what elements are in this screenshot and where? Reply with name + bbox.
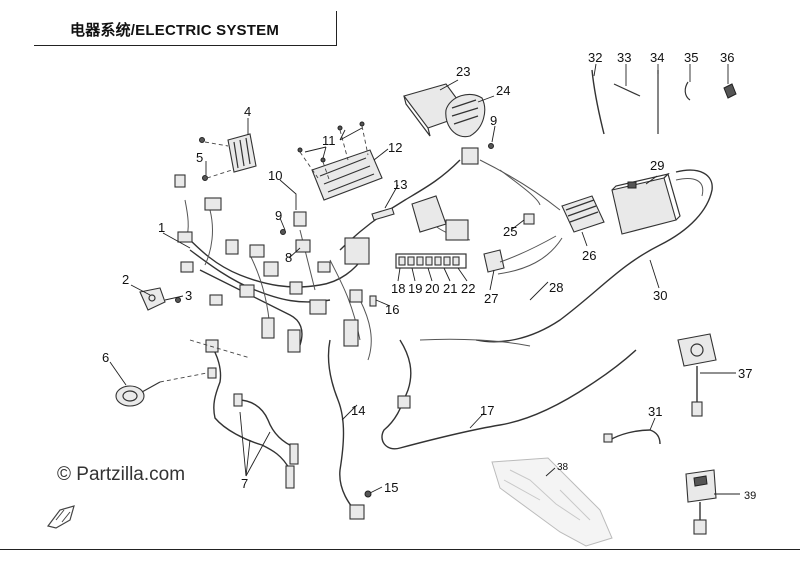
part-37-module	[677, 333, 717, 417]
part-15-screw	[364, 490, 372, 498]
manufacturer-logo	[46, 505, 75, 529]
callout-17: 17	[480, 403, 494, 418]
part-31-connector	[603, 433, 613, 443]
callout-36: 36	[720, 50, 734, 65]
callout-16: 16	[385, 302, 399, 317]
part-25-clip	[523, 213, 535, 225]
callout-13: 13	[393, 177, 407, 192]
part-4-relay	[227, 133, 257, 173]
fuse-box-assembly	[411, 147, 479, 241]
part-33-strap	[613, 83, 641, 97]
callout-7: 7	[241, 476, 248, 491]
callout-12: 12	[388, 140, 402, 155]
part-12-ecu	[311, 149, 383, 201]
callout-19: 19	[408, 281, 422, 296]
callout-9-left: 9	[275, 208, 282, 223]
part-16-clip	[369, 295, 377, 307]
callout-29: 29	[650, 158, 664, 173]
callout-32: 32	[588, 50, 602, 65]
leader-lines	[109, 63, 740, 495]
callout-3: 3	[185, 288, 192, 303]
part-17-connector	[397, 395, 411, 409]
callout-labels: 1 2 3 4 5 6 7 8 9 9 10 11 12 13 14 15 16…	[102, 50, 756, 502]
part-17-harness	[381, 339, 637, 450]
part-9-screw-left	[280, 229, 286, 235]
callout-28: 28	[549, 280, 563, 295]
callout-5: 5	[196, 150, 203, 165]
callout-10: 10	[268, 168, 282, 183]
part-32-wire	[591, 69, 605, 135]
part-38-frame	[491, 457, 613, 547]
callout-38: 38	[557, 462, 569, 473]
callout-31: 31	[648, 404, 662, 419]
callout-23: 23	[456, 64, 470, 79]
part-9-screw-right	[488, 143, 494, 149]
part-13-sensor	[371, 207, 395, 221]
part-10-connector	[293, 211, 307, 227]
part-26-regulator	[561, 195, 605, 233]
callout-15: 15	[384, 480, 398, 495]
part-28-wire	[499, 235, 557, 263]
callout-20: 20	[425, 281, 439, 296]
callout-22: 22	[461, 281, 475, 296]
diagram-title: 电器系统/ELECTRIC SYSTEM	[70, 22, 280, 39]
callout-4: 4	[244, 104, 251, 119]
part-14-connector	[349, 504, 365, 520]
part-31-wire	[609, 429, 661, 445]
part-35-clip	[684, 81, 691, 101]
callout-9-right: 9	[490, 113, 497, 128]
part-7-sensors	[205, 339, 299, 489]
part-29-battery	[611, 172, 681, 235]
part-14-wire	[327, 339, 359, 516]
callout-1: 1	[158, 220, 165, 235]
callout-26: 26	[582, 248, 596, 263]
callout-11: 11	[322, 133, 336, 148]
part-27-connector	[483, 249, 505, 273]
callout-21: 21	[443, 281, 457, 296]
callout-14: 14	[351, 403, 365, 418]
callout-30: 30	[653, 288, 667, 303]
part-1-connector	[180, 261, 194, 273]
callout-34: 34	[650, 50, 664, 65]
callout-6: 6	[102, 350, 109, 365]
bottom-divider	[0, 549, 800, 550]
callout-18: 18	[391, 281, 405, 296]
callout-25: 25	[503, 224, 517, 239]
callout-2: 2	[122, 272, 129, 287]
fuse-strip-18-22	[395, 253, 467, 269]
callout-33: 33	[617, 50, 631, 65]
callout-27: 27	[484, 291, 498, 306]
callout-39: 39	[744, 490, 756, 502]
callout-35: 35	[684, 50, 698, 65]
part-36-fuse	[723, 83, 737, 99]
part-6-horn	[115, 381, 161, 407]
part-24-cover	[445, 93, 486, 138]
title-frame: 电器系统/ELECTRIC SYSTEM	[34, 11, 337, 46]
copyright-watermark: © Partzilla.com	[57, 464, 186, 485]
part-3-screw	[175, 297, 181, 303]
callout-37: 37	[738, 366, 752, 381]
callout-8: 8	[285, 250, 292, 265]
callout-24: 24	[496, 83, 510, 98]
part-39-module	[685, 469, 717, 535]
